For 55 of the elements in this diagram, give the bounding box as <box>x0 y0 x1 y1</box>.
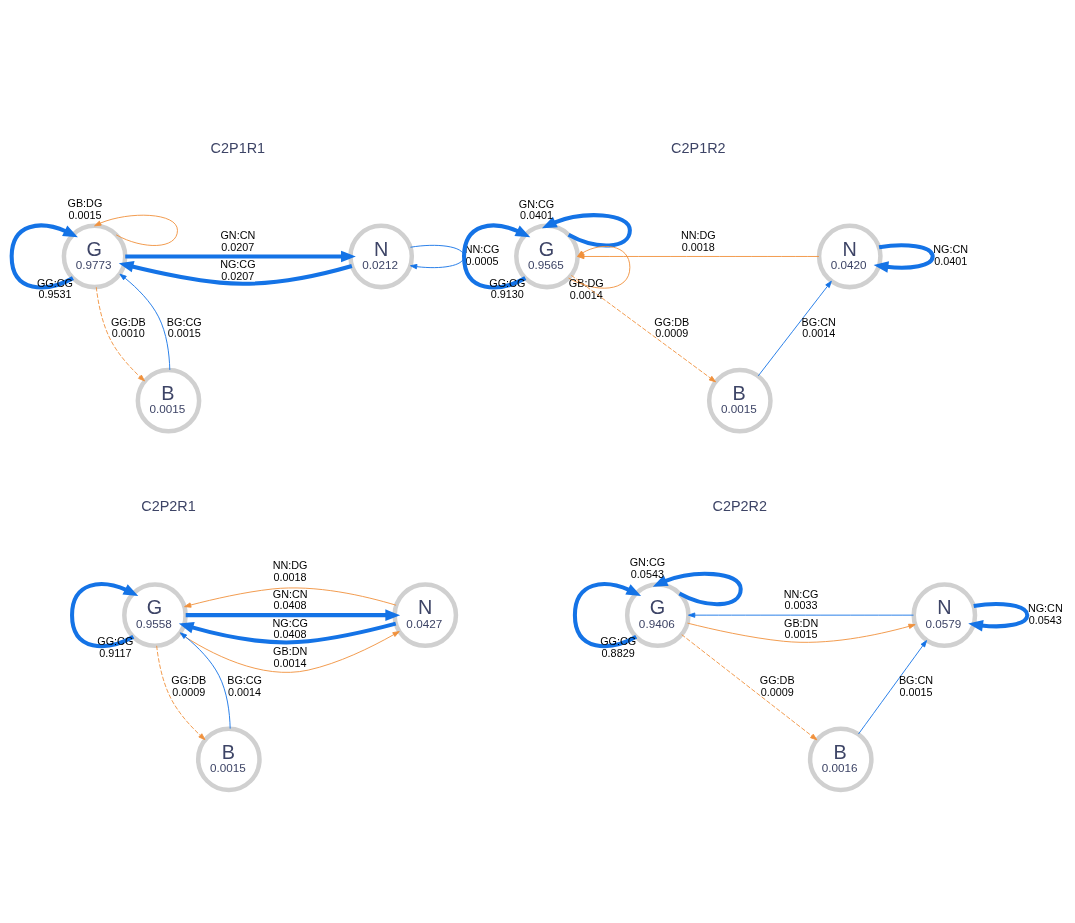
arrow <box>570 274 717 383</box>
arrow <box>687 622 916 643</box>
edge-label: GB:DN 0.0015 <box>783 616 819 641</box>
edge-label: NN:CG 0.0005 <box>464 243 500 268</box>
edge-label: NN:CG 0.0033 <box>783 587 819 612</box>
arrow <box>541 213 632 248</box>
label: C2P1R1 <box>210 139 266 156</box>
arrow <box>118 261 353 286</box>
arrow <box>70 582 139 649</box>
edge-label: GG:DB 0.0009 <box>654 315 690 340</box>
edge-label: GN:CN 0.0207 <box>220 229 256 253</box>
edge-label: GG:DB 0.0010 <box>110 315 146 340</box>
arrow <box>858 640 927 735</box>
arrow <box>119 273 171 371</box>
label: C2P2R1 <box>141 498 196 515</box>
arrow <box>184 587 397 608</box>
arrow <box>94 214 178 246</box>
edge-label: GG:DB 0.0009 <box>171 674 207 698</box>
edge-label: GB:DN 0.0014 <box>273 645 308 670</box>
edge-label: GG:DB 0.0009 <box>759 674 795 698</box>
arrow <box>688 612 914 618</box>
arrow <box>185 609 401 621</box>
arrow <box>156 645 206 741</box>
arrow <box>178 621 397 645</box>
node-circle: N 0.0212 <box>348 223 415 290</box>
label: C2P2R2 <box>712 498 768 515</box>
edge-label: NG:CN 0.0543 <box>1027 602 1063 626</box>
edge-label: BG:CG 0.0015 <box>166 315 202 340</box>
edge-label: BG:CN 0.0015 <box>898 674 934 698</box>
edge-label: GN:CG 0.0543 <box>629 556 666 580</box>
arrow <box>681 634 818 741</box>
arrow <box>577 253 820 260</box>
edge-label: GN:CG 0.0401 <box>518 197 555 222</box>
edge-label: NG:CG 0.0408 <box>272 616 308 641</box>
arrow <box>95 286 146 382</box>
arrow <box>462 223 531 290</box>
edge-label: NG:CN 0.0401 <box>933 243 969 268</box>
arrow <box>410 244 465 270</box>
edge-label: BG:CG 0.0014 <box>227 674 263 698</box>
arrow <box>652 571 743 607</box>
arrow <box>179 632 231 730</box>
arrow <box>757 280 832 377</box>
edge-label: BG:CN 0.0014 <box>801 315 836 340</box>
arrow <box>179 631 400 673</box>
arrow <box>125 250 356 263</box>
edge-label: GN:CN 0.0408 <box>272 587 308 612</box>
edge-label: NN:DG 0.0018 <box>680 229 716 253</box>
arrow <box>9 223 78 290</box>
label: C2P1R2 <box>671 139 726 156</box>
arrow <box>968 602 1030 632</box>
arrow <box>873 243 935 273</box>
edge-label: NG:CG 0.0207 <box>220 257 256 282</box>
arrow <box>572 582 642 649</box>
edge-label: NN:DG 0.0018 <box>272 558 308 583</box>
edge-label: GB:DG 0.0015 <box>67 197 103 222</box>
